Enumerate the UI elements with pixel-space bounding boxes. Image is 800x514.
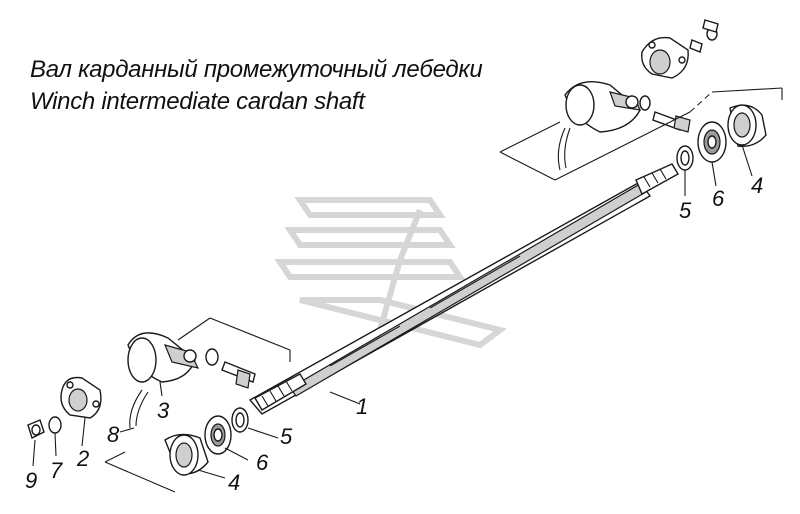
yoke-part-3-left [127, 332, 200, 383]
callout-9: 9 [25, 468, 37, 493]
title-english: Winch intermediate cardan shaft [30, 88, 365, 115]
washer-part-7 [48, 416, 62, 434]
bearing-part-6-left [204, 415, 232, 455]
callout-5-right: 5 [679, 198, 692, 223]
housing-part-4-right [727, 104, 767, 147]
bracket-left [104, 317, 291, 493]
nut-part-9 [27, 419, 45, 439]
title-russian: Вал карданный промежуточный лебедки [30, 56, 483, 83]
yoke-right [564, 81, 641, 133]
callout-1: 1 [356, 394, 368, 419]
callout-4-right: 4 [751, 173, 763, 198]
washer-left-top [205, 348, 219, 366]
callout-6-left: 6 [256, 450, 269, 475]
flange-part-2-left [60, 376, 102, 419]
callout-7: 7 [50, 458, 63, 483]
callout-3: 3 [157, 398, 170, 423]
ring-part-5-left [231, 407, 249, 433]
bearing-part-6-right [697, 121, 727, 163]
washer-right-top [639, 95, 651, 111]
callout-6-right: 6 [712, 186, 725, 211]
ring-part-5-right [676, 145, 694, 171]
callout-8: 8 [107, 422, 120, 447]
flange-right [641, 36, 689, 79]
bracket-right [499, 87, 783, 181]
watermark-logo [274, 197, 507, 349]
leader-lines [32, 144, 753, 479]
spline-left [254, 373, 307, 411]
bolt-flange-right [689, 19, 719, 53]
callout-4-left: 4 [228, 470, 240, 495]
cotter-pin-part-8 [129, 389, 149, 429]
housing-part-4-left [164, 433, 209, 476]
shaft-part-1 [248, 163, 679, 415]
callout-2: 2 [76, 446, 89, 471]
bolt-right [652, 111, 691, 133]
callout-5-left: 5 [280, 424, 293, 449]
bolt-left [221, 361, 256, 389]
cotter-pin-right [557, 127, 571, 171]
spline-right [635, 163, 679, 195]
